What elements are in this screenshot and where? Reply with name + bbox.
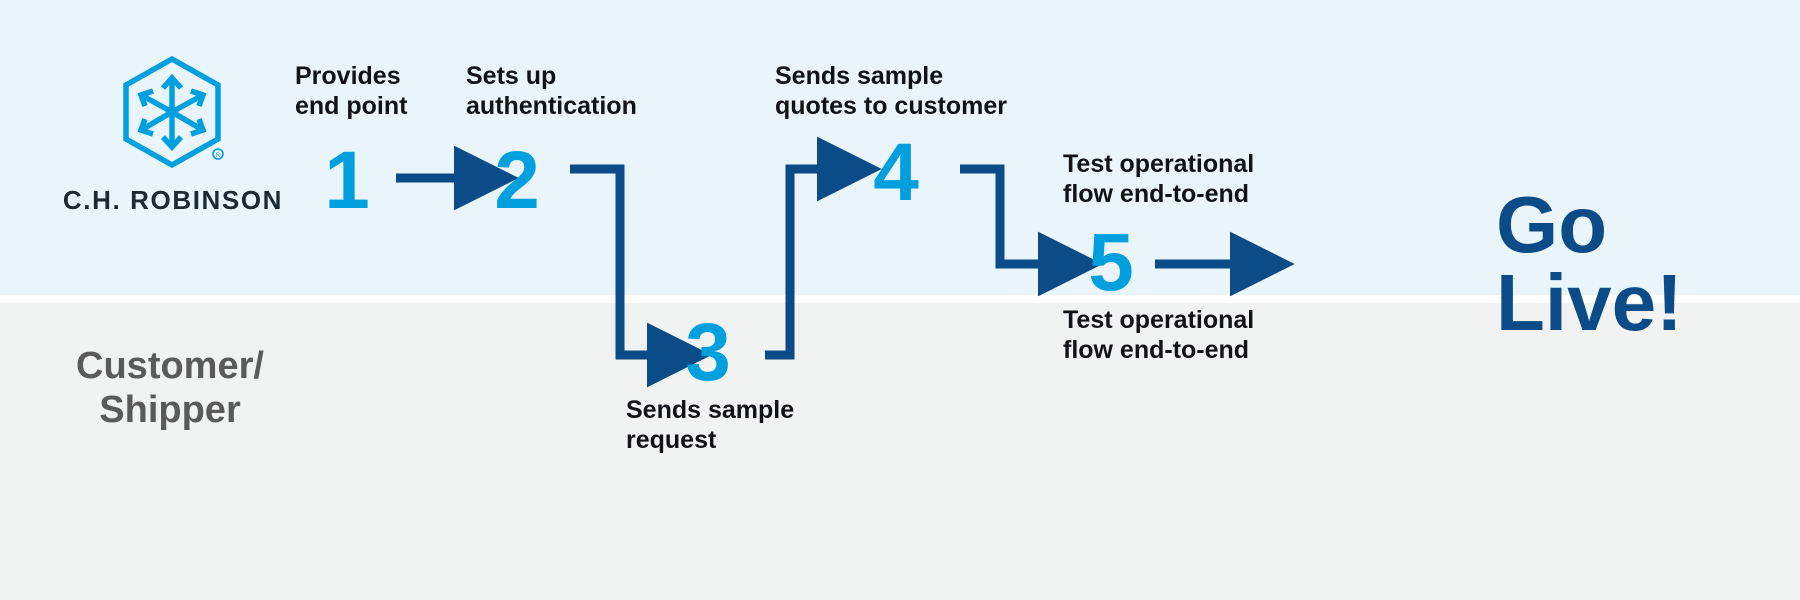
- brand-block: R C.H. ROBINSON: [48, 55, 298, 216]
- step-caption-4: Sends sample quotes to customer: [775, 62, 1007, 120]
- step-caption-3: Sends sample request: [626, 396, 795, 454]
- lane-band-provider: [0, 0, 1800, 295]
- step-number-5: 5: [1088, 217, 1134, 308]
- svg-text:R: R: [216, 153, 221, 159]
- go-live-label: Go Live!: [1496, 180, 1683, 348]
- step-number-4: 4: [873, 127, 919, 218]
- step-caption-2: Sets up authentication: [466, 62, 637, 120]
- lane-band-customer: [0, 303, 1800, 600]
- step-caption-5-below: Test operational flow end-to-end: [1063, 306, 1255, 364]
- step-caption-5-above: Test operational flow end-to-end: [1063, 150, 1255, 208]
- chrobinson-hexagon-cube-logo: R: [123, 55, 224, 169]
- step-number-1: 1: [324, 135, 370, 226]
- lane-label-customer-shipper: Customer/ Shipper: [76, 345, 264, 431]
- step-number-2: 2: [494, 135, 540, 226]
- registered-trademark-icon: R: [212, 148, 224, 160]
- step-caption-1: Provides end point: [295, 62, 408, 120]
- brand-wordmark: C.H. ROBINSON: [62, 185, 284, 215]
- step-number-3: 3: [685, 307, 731, 398]
